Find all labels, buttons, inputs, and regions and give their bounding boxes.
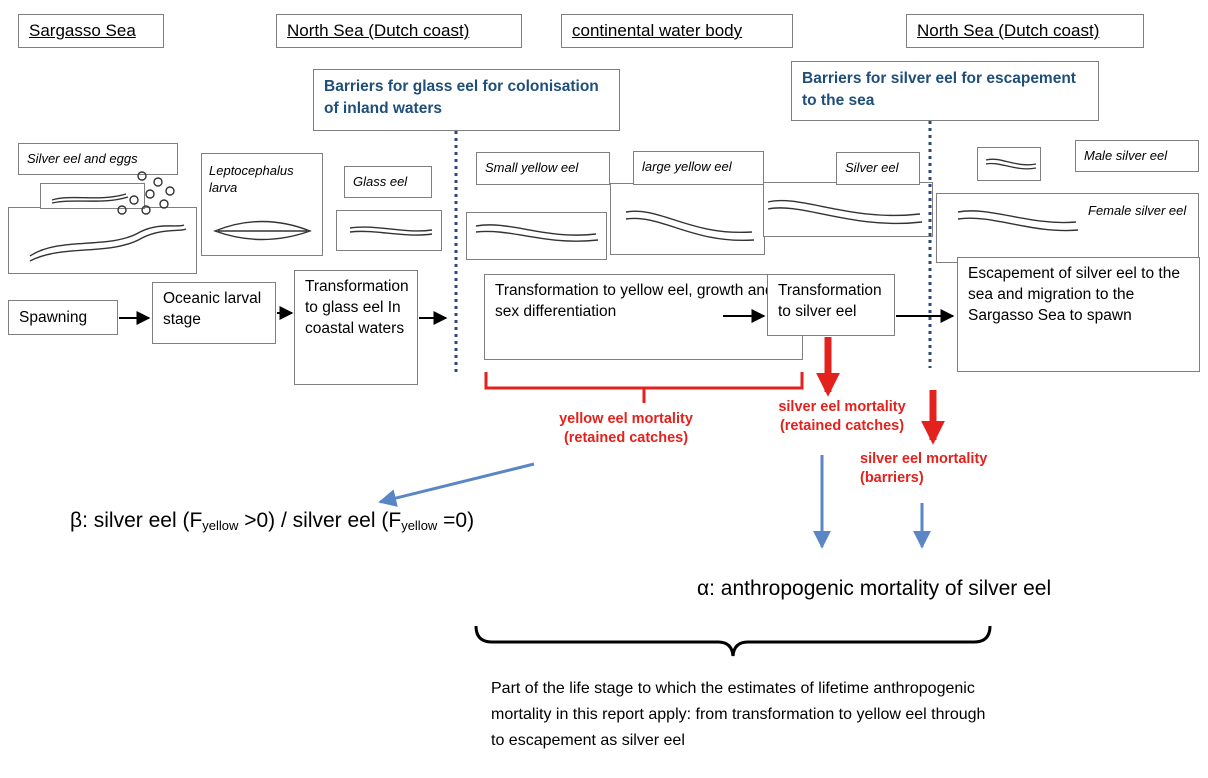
stage-label-small-yellow-eel: Small yellow eel [476,152,610,185]
beta-subscript-2: yellow [401,518,438,533]
silver-eel-eggs-inner-frame [40,183,145,209]
beta-suffix: =0) [437,509,475,532]
small-yellow-eel-image-frame [466,212,607,260]
location-continental-water-body: continental water body [561,14,793,48]
stage-label-female-silver-eel: Female silver eel [1088,203,1187,218]
silver-eel-mortality-catches-label: silver eel mortality (retained catches) [757,398,927,436]
beta-subscript-1: yellow [202,518,239,533]
female-silver-eel-image-frame [936,193,1199,263]
location-north-sea-right: North Sea (Dutch coast) [906,14,1144,48]
process-escapement: Escapement of silver eel to the sea and … [957,257,1200,372]
beta-middle: >0) / silver eel (F [238,509,402,532]
barrier-silver-eel-box: Barriers for silver eel for escapement t… [791,61,1099,121]
stage-label-silver-eel-eggs: Silver eel and eggs [18,143,178,175]
silver-eel-eggs-drawing [29,171,187,262]
stage-label-large-yellow-eel: large yellow eel [633,151,764,185]
stage-label-leptocephalus: Leptocephalus larva [209,163,294,195]
yellow-eel-mortality-title: yellow eel mortality [559,411,693,427]
silver-eel-eggs-image-frame [8,207,197,274]
silver-eel-mortality-catches-subtitle: (retained catches) [779,418,905,434]
beta-prefix: β: silver eel (F [70,509,203,532]
female-silver-eel-drawing [957,210,1079,232]
yellow-eel-mortality-bracket [484,372,804,390]
silver-eel-image-frame [763,182,933,237]
location-sargasso-sea: Sargasso Sea [18,14,164,48]
silver-eel-mortality-barriers-title: silver eel mortality [860,451,988,467]
process-transformation-silver-eel: Transformation to silver eel [767,274,895,336]
barrier-glass-eel-box: Barriers for glass eel for colonisation … [313,69,620,131]
stage-label-silver-eel: Silver eel [836,152,920,185]
life-stage-note: Part of the life stage to which the esti… [491,680,986,749]
leptocephalus-drawing [213,220,312,241]
stage-label-male-silver-eel: Male silver eel [1075,140,1199,172]
yellow-eel-mortality-subtitle: (retained catches) [563,430,689,446]
process-spawning: Spawning [8,300,118,335]
life-stage-bracket [474,625,992,657]
silver-eel-drawing [767,199,923,225]
process-oceanic-larval-stage: Oceanic larval stage [152,282,276,344]
arrow-to-beta [378,462,535,507]
silver-eel-mortality-barriers-label: silver eel mortality (barriers) [857,450,1027,488]
male-silver-eel-drawing [985,158,1037,170]
process-transformation-glass-eel: Transformation to glass eel In coastal w… [294,270,418,385]
beta-definition: β: silver eel (Fyellow >0) / silver eel … [70,506,630,541]
silver-eel-mortality-barriers-subtitle: (barriers) [860,470,924,486]
large-yellow-eel-drawing [625,210,755,242]
small-yellow-eel-drawing [475,224,599,242]
silver-eel-mortality-catches-title: silver eel mortality [778,399,906,415]
alpha-definition: α: anthropogenic mortality of silver eel [697,577,1052,600]
location-north-sea-left: North Sea (Dutch coast) [276,14,522,48]
glass-eel-drawing [349,226,433,236]
stage-label-glass-eel: Glass eel [344,166,432,198]
yellow-eel-mortality-label: yellow eel mortality (retained catches) [526,410,726,448]
